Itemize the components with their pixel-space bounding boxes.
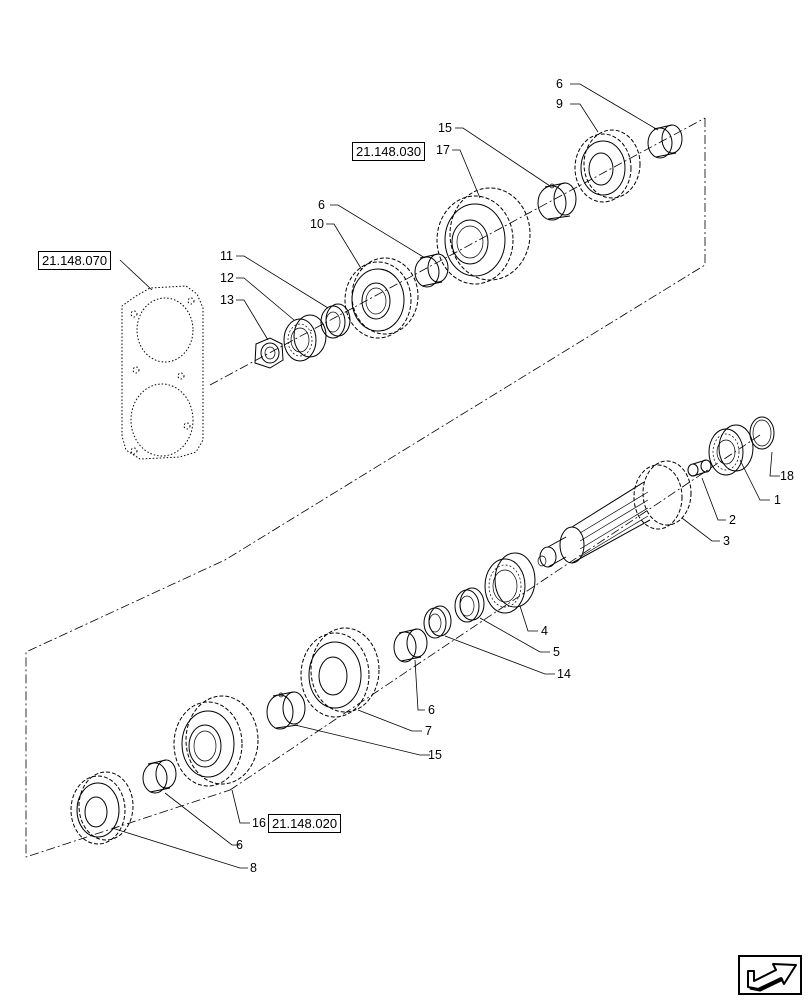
pin-2 bbox=[687, 459, 712, 477]
bushing-6-top bbox=[647, 124, 683, 159]
next-page-arrow-icon bbox=[747, 963, 797, 992]
callout-2: 2 bbox=[729, 513, 736, 527]
bearing-1 bbox=[708, 424, 754, 476]
gear-cluster-16 bbox=[173, 695, 259, 787]
callout-11: 11 bbox=[220, 249, 233, 263]
bushing-15-lower bbox=[266, 691, 306, 730]
callout-3: 3 bbox=[723, 534, 730, 548]
washer-5 bbox=[454, 587, 485, 623]
bushing-6-upper bbox=[414, 253, 449, 288]
reference-21-148-030[interactable]: 21.148.030 bbox=[352, 142, 426, 161]
callout-17: 17 bbox=[436, 143, 450, 157]
callout-6-upper: 6 bbox=[318, 198, 325, 212]
callout-8: 8 bbox=[250, 861, 257, 875]
gear-7 bbox=[300, 627, 380, 718]
gear-9 bbox=[574, 129, 641, 203]
circlip-18 bbox=[749, 416, 775, 450]
gear-10 bbox=[344, 257, 419, 339]
callout-9: 9 bbox=[556, 97, 563, 111]
callout-10: 10 bbox=[310, 217, 324, 231]
callout-4: 4 bbox=[541, 624, 548, 638]
callout-18: 18 bbox=[780, 469, 794, 483]
callout-6-middle: 6 bbox=[428, 703, 435, 717]
callout-6-lower: 6 bbox=[236, 838, 243, 852]
callout-15-upper: 15 bbox=[438, 121, 452, 135]
gear-8 bbox=[70, 771, 134, 845]
callout-15-lower: 15 bbox=[428, 748, 442, 762]
bearing-4 bbox=[484, 552, 536, 614]
bushing-15-upper bbox=[537, 182, 577, 221]
bushing-6-middle bbox=[393, 628, 428, 663]
callout-14: 14 bbox=[557, 667, 571, 681]
gear-cluster-17 bbox=[436, 187, 531, 285]
callout-7: 7 bbox=[425, 724, 432, 738]
washer-14 bbox=[423, 605, 452, 639]
shaft-3 bbox=[537, 460, 692, 568]
callout-labels: 6 9 15 17 6 10 11 12 13 18 1 2 3 4 5 14 … bbox=[220, 77, 794, 875]
callout-6-top: 6 bbox=[556, 77, 563, 91]
callout-1: 1 bbox=[774, 493, 781, 507]
reference-21-148-070[interactable]: 21.148.070 bbox=[38, 251, 112, 270]
next-page-button[interactable] bbox=[738, 955, 802, 995]
leader-lines bbox=[111, 83, 780, 869]
centre-lines bbox=[25, 117, 761, 858]
bushing-6-lower bbox=[142, 759, 177, 794]
reference-21-148-020[interactable]: 21.148.020 bbox=[268, 814, 342, 833]
washer-11 bbox=[320, 303, 351, 339]
callout-5: 5 bbox=[553, 645, 560, 659]
bearing-12 bbox=[283, 314, 327, 362]
callout-16: 16 bbox=[252, 816, 266, 830]
callout-13: 13 bbox=[220, 293, 234, 307]
nut-13 bbox=[254, 337, 284, 369]
housing-plate bbox=[121, 285, 204, 460]
callout-12: 12 bbox=[220, 271, 234, 285]
